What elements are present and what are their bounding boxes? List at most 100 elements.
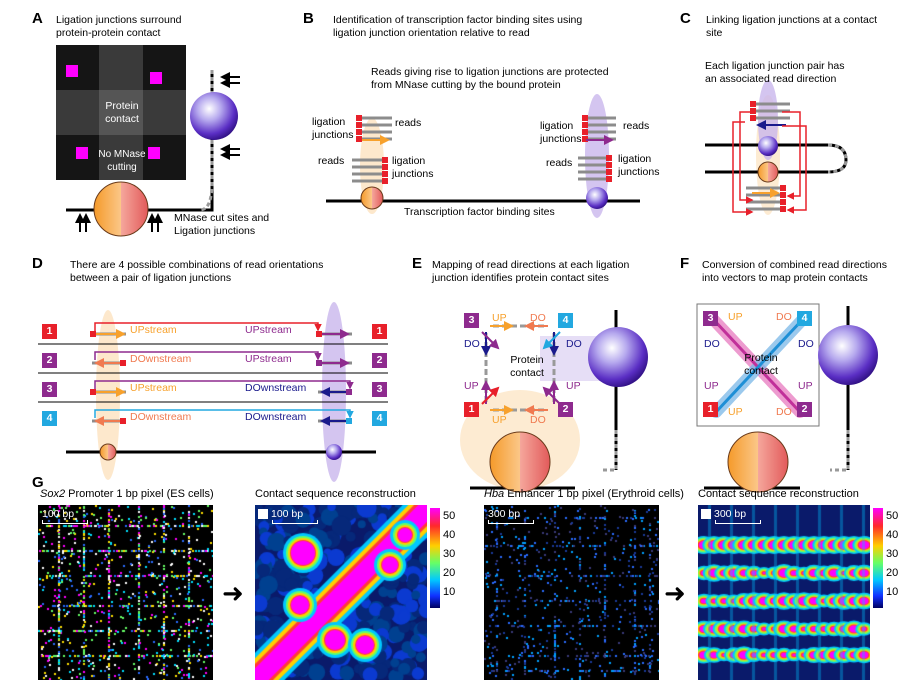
- row-dividers: [38, 343, 388, 403]
- colorbar-tick-label: 10: [886, 586, 899, 598]
- expand-icon[interactable]: [258, 509, 268, 520]
- colorbar-tick-label: 10: [443, 586, 456, 598]
- row-number-badge-right: 3: [372, 382, 387, 397]
- direction-arrow: [542, 386, 561, 405]
- sox2-reconstruction-map: [255, 505, 427, 680]
- ligation-junction-marker: [750, 108, 756, 114]
- row-number-badge-right: 2: [372, 353, 387, 368]
- ligation-junction-marker: [780, 199, 786, 205]
- colorbar-tick-label: 50: [443, 510, 456, 522]
- reads-label-b2: reads: [318, 155, 345, 167]
- ligation-junction-square: [150, 72, 162, 84]
- direction-arrow: [542, 331, 561, 350]
- ligation-junction-marker: [606, 169, 612, 175]
- protein-sphere-orange: [93, 181, 149, 237]
- ligation-junction-marker: [750, 101, 756, 107]
- up-label: UP: [492, 312, 507, 324]
- do-label: DO: [798, 338, 814, 350]
- up-label: UP: [798, 380, 813, 392]
- hba-title: Hba Enhancer 1 bp pixel (Erythroid cells…: [484, 488, 684, 500]
- do-label: DO: [530, 414, 546, 426]
- caption-c-line1: Linking ligation junctions at a contact: [706, 14, 878, 26]
- ligation-junction-marker: [582, 129, 588, 135]
- panel-f-graphic: [696, 303, 878, 493]
- caption-d: There are 4 possible combinations of rea…: [70, 259, 323, 285]
- ligation-junction-marker: [316, 360, 322, 366]
- caption-e-line1: Mapping of read directions at each ligat…: [432, 259, 630, 271]
- reads-label-b4: reads: [546, 157, 573, 169]
- pair-link-line: [94, 351, 322, 361]
- up-label: UP: [728, 311, 743, 323]
- colorbar-tick-label: 40: [886, 529, 899, 541]
- caption-e-line2: junction identifies protein contact site…: [432, 272, 609, 284]
- ligation-junction-marker: [120, 418, 126, 424]
- caption-a-line1: Ligation junctions surround: [56, 14, 182, 26]
- tf-sphere-purple: [586, 187, 608, 209]
- ligation-junction-marker: [606, 155, 612, 161]
- do-label: DO: [704, 338, 720, 350]
- left-read-direction: DOwnstream: [130, 411, 192, 423]
- panel-letter-b: B: [303, 10, 314, 27]
- ligation-junction-marker: [120, 360, 126, 366]
- row-number-badge-left: 3: [42, 382, 57, 397]
- ligation-junction-marker: [356, 115, 362, 121]
- corner-badge-1: 1: [703, 402, 718, 417]
- ligation-junction-square: [66, 65, 78, 77]
- row-number-badge-right: 1: [372, 324, 387, 339]
- colorbar-tick-label: 40: [443, 529, 456, 541]
- arrow-right-icon: ➜: [222, 578, 244, 608]
- ligation-junction-marker: [582, 136, 588, 142]
- colorbar-tick-label: 20: [886, 567, 899, 579]
- caption-b-line1: Identification of transcription factor b…: [333, 14, 583, 26]
- panel-a-contact-map: [56, 45, 186, 180]
- corner-badge-4: 4: [558, 313, 573, 328]
- ligation-junction-marker: [750, 115, 756, 121]
- ligation-junction-marker: [382, 178, 388, 184]
- colorbar-tick-label: 50: [886, 510, 899, 522]
- ligation-junction-marker: [356, 129, 362, 135]
- caption-f-line1: Conversion of combined read directions: [702, 259, 888, 271]
- colorbar-tick-label: 30: [886, 548, 899, 560]
- caption-d-line1: There are 4 possible combinations of rea…: [70, 259, 324, 271]
- arrow-right-icon: ➜: [664, 578, 686, 608]
- ligation-junction-marker: [382, 164, 388, 170]
- caption-d-line2: between a pair of ligation junctions: [70, 272, 232, 284]
- row-number-badge-left: 2: [42, 353, 57, 368]
- ligation-junction-marker: [582, 122, 588, 128]
- corner-badge-4: 4: [797, 311, 812, 326]
- ligation-junction-marker: [780, 192, 786, 198]
- right-read-direction: UPstream: [245, 353, 292, 365]
- caption-a-line2: protein-protein contact: [56, 27, 161, 39]
- left-read-direction: UPstream: [130, 382, 177, 394]
- corner-badge-3: 3: [464, 313, 479, 328]
- panel-e-graphic: [460, 310, 648, 493]
- scale-bar-hba-recon: 300 bp: [701, 508, 761, 524]
- do-label: DO: [776, 406, 792, 418]
- caption-b: Identification of transcription factor b…: [333, 14, 582, 40]
- scale-bar-hba: 300 bp: [488, 508, 534, 524]
- right-read-direction: DOwnstream: [245, 382, 307, 394]
- reads-label-b3: reads: [623, 120, 650, 132]
- scale-bar-sox2: 100 bp: [42, 508, 88, 524]
- mnase-cut-arrows: [75, 72, 240, 232]
- ligation-junction-marker: [382, 157, 388, 163]
- expand-icon[interactable]: [701, 509, 711, 520]
- dna-linker-dashed: [199, 70, 214, 212]
- panel-letter-g: G: [32, 474, 44, 491]
- corner-badge-2: 2: [558, 402, 573, 417]
- row-number-badge-left: 4: [42, 411, 57, 426]
- orientation-rows: [90, 322, 354, 426]
- pair-link-line: [94, 322, 322, 332]
- tf-sphere-orange: [360, 186, 384, 210]
- up-label: UP: [492, 414, 507, 426]
